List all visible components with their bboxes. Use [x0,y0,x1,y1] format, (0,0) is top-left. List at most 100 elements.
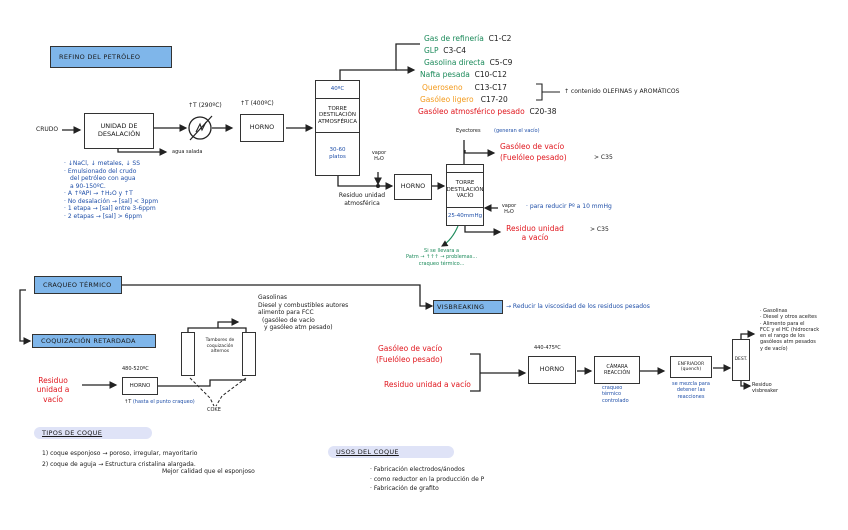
product-name: Gas de refinería [424,34,484,43]
olefins-note: ↑ contenido OLEFINAS y AROMÁTICOS [564,88,680,95]
vac-residue-label: Residuo unidad a vacío [506,224,564,243]
coking-product: alimento para FCC [258,309,314,316]
coking-product: (gasóleo de vacío [262,316,315,324]
desalting-notes: · ↓NaCl, ↓ metales, ↓ SS · Emulsionado d… [64,160,158,220]
product-item: GLP C3-C4 [424,46,466,55]
vis-residue-label: Residuo visbreaker [752,382,779,395]
note-line: · 1 etapa → [sal] entre 3-6ppm [64,205,156,212]
vis-product: y de vacío) [760,345,788,352]
steam-label-2: vapor H₂O [501,203,517,216]
note-black: ↑T [124,399,132,405]
vacuum-tower: TORRE DESTILACIÓN VACÍO 25-40mmHg [446,164,484,226]
line-furnace-drums [158,379,246,387]
product-item: Gasóleo atmosférico pesado C20-38 [418,107,556,116]
arrow-vac-gasoil [464,149,496,157]
product-range: C20-38 [529,107,557,116]
tower-label: TORRE DESTILACIÓN ATMOSFÉRICA [316,99,359,133]
arrow-atm-residue [337,175,394,190]
note-line: · ↓NaCl, ↓ metales, ↓ SS [64,160,141,167]
vac-residue-range: > C35 [590,226,609,233]
tower-plates: 30-60 platos [329,147,346,160]
coking-product: Gasolinas [258,294,288,301]
vis-product: · Diesel y otros aceites [760,314,817,321]
coke-type-item: 1) coque esponjoso → poroso, irregular, … [42,450,198,457]
product-item: Queroseno C13-C17 [422,83,507,92]
vis-feed1-sub: (Fuelóleo pesado) [376,355,443,364]
ejectors-label: Eyectores [456,128,481,134]
patm-line: Patm → ↑↑↑ → problemas... [406,254,478,261]
vis-feed1-label: Gasóleo de vacío [378,344,443,353]
coking-product: y gasóleo atm pesado) [264,324,333,331]
line-to-coking [19,289,32,345]
coke-use-item: · Fabricación de grafito [370,485,439,492]
furnace-1: HORNO [240,114,284,142]
coke-type-item: 2) coque de aguja → Estructura cristalin… [42,460,196,468]
vis-product: FCC y el HC (hidrocrack [760,326,820,333]
ejectors-note: (generan el vacío) [494,128,540,134]
product-name: Gasóleo ligero [420,95,474,104]
product-range: C10-C12 [474,70,507,79]
coke-drum-right [242,332,256,376]
quench-cooler: ENFRIADOR (quench) [670,356,712,378]
bracket-olefins [536,83,560,101]
note-line: · No desalación → [sal] < 3ppm [64,197,159,205]
patm-note: Si se llevara a Patm → ↑↑↑ → problemas..… [406,248,477,267]
note-line: · 2 etapas → [sal] > 6ppm [64,212,142,220]
exchanger-temp: ↑T (290ºC) [188,102,222,109]
furnace-2: HORNO [394,174,432,200]
vac-tower-cap [447,165,483,173]
product-name: GLP [424,46,439,55]
vac-tower-pressure: 25-40mmHg [447,213,483,220]
product-range: C3-C4 [443,46,467,55]
product-name: Queroseno [422,83,463,92]
salt-water-label: agua salada [172,149,203,155]
vis-furnace: HORNO [528,356,576,384]
note-blue: (hasta el punto craqueo) [132,399,195,405]
product-range: C17-20 [480,95,508,104]
line-to-visbreaking [120,284,434,310]
line-vis-feeds [470,353,481,392]
arrow-dest-bottom [740,380,752,390]
coke-drums-label: Tambores de coquización alternos [205,338,235,355]
note-line: a 90-150ºC. [70,182,106,190]
coking-furnace: HORNO [122,377,158,395]
patm-line: Si se llevara a [424,248,460,254]
arrow-coking-products [217,318,240,328]
line-coke-right [215,377,247,407]
product-name: Gasóleo atmosférico pesado [418,107,525,116]
atm-residue-label: Residuo unidad atmosférica [338,192,386,207]
product-name: Gasolina directa [424,58,485,67]
vis-product: gasóleos atm pesados [760,339,816,346]
product-item: Gas de refinería C1-C2 [424,34,511,43]
mixing-point [376,184,380,188]
coking-temp: 480-520ºC [122,366,149,372]
product-range: C1-C2 [488,34,512,43]
coke-types-list: 1) coque esponjoso → poroso, irregular, … [42,450,255,476]
page-title: REFINO DEL PETRÓLEO [50,46,172,68]
coke-uses-header: USOS DEL COQUE [328,446,454,458]
coking-products: Gasolinas Diesel y combustibles autores … [258,294,348,332]
arrow-vac-residue [464,226,502,236]
product-name: Nafta pesada [420,70,470,79]
arrow-salt-water [117,148,168,156]
coking-product: Diesel y combustibles autores [258,301,349,309]
product-range: C13-C17 [474,83,507,92]
note-line: · A ↑ºAPI → ↑H₂O y ↑T [64,190,133,197]
distillation-column: DEST. [732,339,750,381]
vac-tower-label: TORRE DESTILACIÓN VACÍO [447,173,483,208]
arrow-patm-note [441,225,459,247]
product-item: Nafta pesada C10-C12 [420,70,507,79]
reaction-chamber: CÁMARA REACCIÓN [594,356,640,384]
vis-temp: 440-475ºC [534,345,561,351]
coke-use-item: · como reductor en la producción de P [370,475,485,483]
vis-product: · Alimento para el [760,320,805,327]
visbreaking-note: → Reducir la viscosidad de los residuos … [506,303,650,310]
line-tower-top [339,43,420,80]
heat-exchanger-icon [188,115,213,141]
quench-note: se mezcla para detener las reacciones [672,381,710,400]
steam-label-1: vapor H₂O [371,150,387,163]
product-range: C5-C9 [489,58,513,67]
visbreaking-header: VISBREAKING [433,300,503,314]
coking-furnace-note: ↑T (hasta el punto craqueo) [124,399,195,405]
coke-label: COKE [207,407,221,413]
